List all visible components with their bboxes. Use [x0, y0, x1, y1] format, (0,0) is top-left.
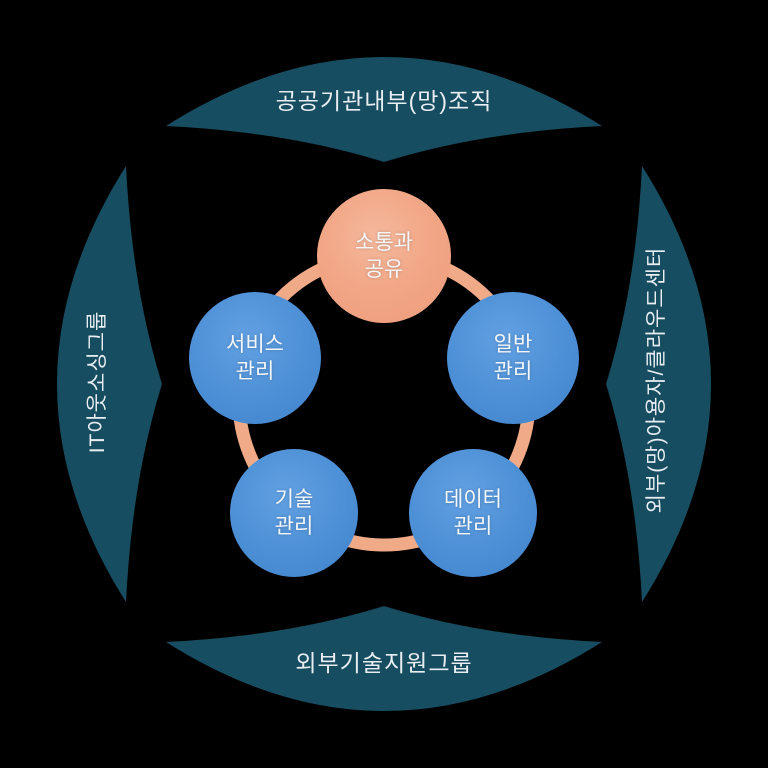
segment-left-shape [57, 166, 162, 602]
segment-right-shape [606, 166, 711, 602]
node-circle-technology-management: 기술 관리 [230, 449, 358, 577]
segment-bottom-shape [166, 606, 602, 711]
node-circle-general-management: 일반 관리 [447, 292, 579, 424]
segment-left-label: IT아웃소싱그룹 [86, 310, 109, 454]
node-circle-label: 데이터 관리 [444, 488, 502, 538]
node-circle-label: 기술 관리 [274, 488, 314, 538]
segment-top-label: 공공기관내부(망)조직 [275, 88, 493, 114]
node-circle-label: 서비스 관리 [226, 333, 284, 383]
segment-top-shape [166, 57, 602, 162]
segment-right-label: 외부(망)아용자/클라우드센터 [645, 246, 668, 514]
node-circle-data-management: 데이터 관리 [409, 449, 537, 577]
hub-circle-communication-sharing: 소통과 공유 [317, 189, 451, 323]
node-circle-service-management: 서비스 관리 [189, 292, 321, 424]
node-circle-label: 일반 관리 [493, 333, 533, 383]
hub-circle-label: 소통과 공유 [355, 231, 413, 281]
segment-bottom-label: 외부기술지원그룹 [295, 650, 473, 676]
